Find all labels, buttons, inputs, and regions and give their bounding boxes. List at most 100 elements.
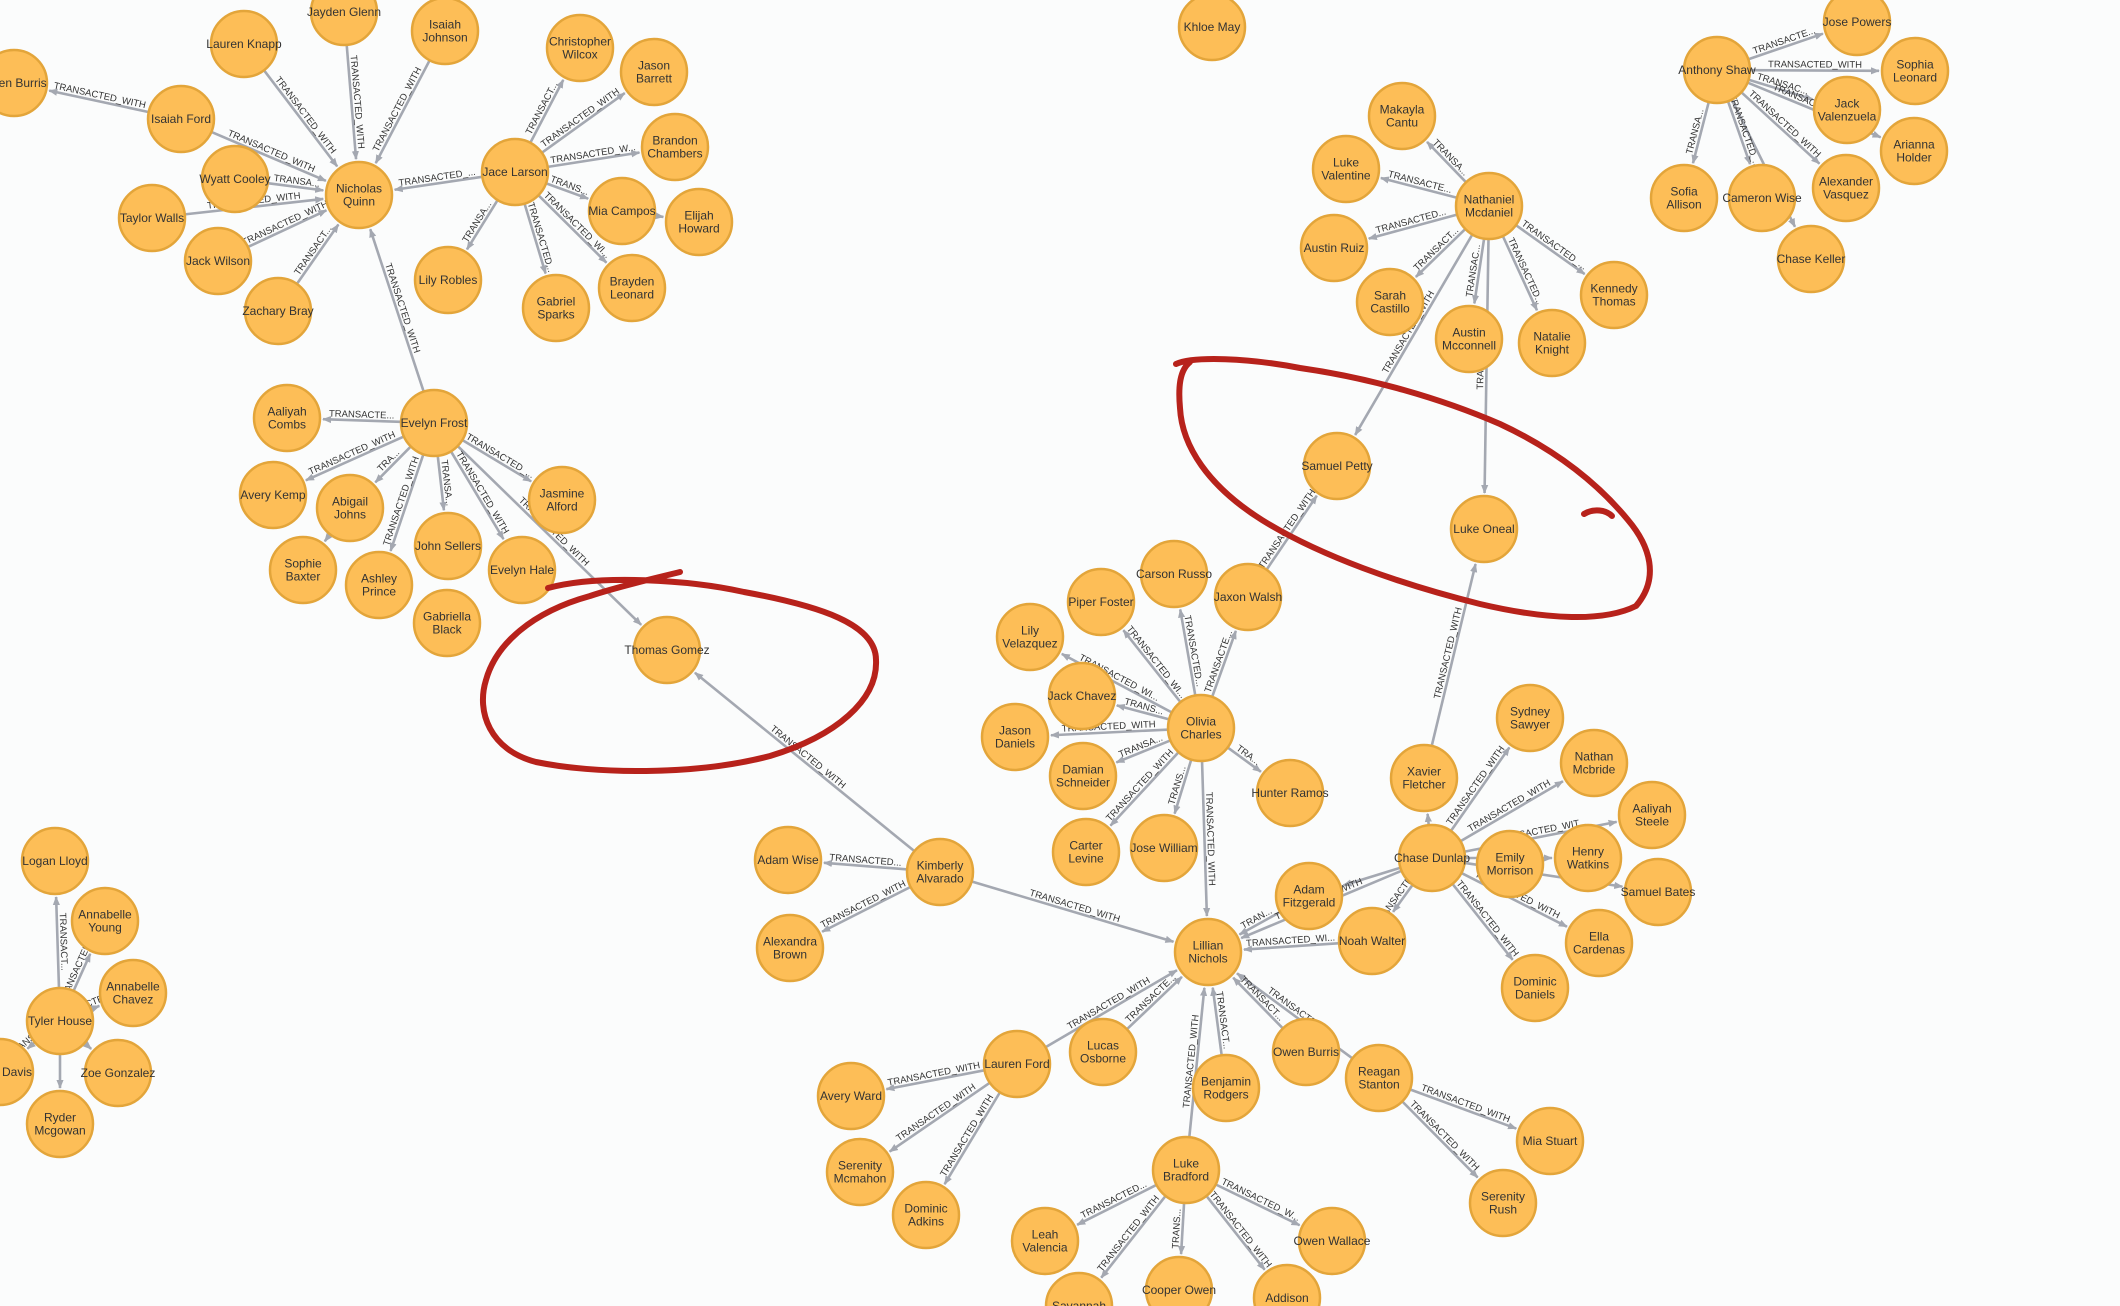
- node-circle[interactable]: [1397, 823, 1467, 893]
- node-lily-robles[interactable]: Lily Robles: [413, 245, 483, 315]
- node-circle[interactable]: [413, 245, 483, 315]
- edge-noah_walter-to-lillian_nichols[interactable]: [1243, 941, 1339, 953]
- node-circle[interactable]: [268, 535, 338, 605]
- node-circle[interactable]: [1173, 917, 1243, 987]
- edge-jaxon_walsh-to-samuel_petty[interactable]: [1266, 495, 1318, 570]
- edge-jayden_glenn-to-nicholas_quinn[interactable]: [345, 45, 359, 161]
- edge-nathaniel_mcdaniel-to-samuel_petty[interactable]: [1354, 234, 1473, 436]
- node-circle[interactable]: [521, 273, 591, 343]
- edge-lucas_osborne-to-lillian_nichols[interactable]: [1126, 975, 1183, 1030]
- edge-anthony_shaw-to-cameron_wise[interactable]: [1727, 101, 1752, 165]
- node-austin-ruiz[interactable]: Austin Ruiz: [1299, 213, 1369, 283]
- node-mia-campos[interactable]: Mia Campos: [587, 176, 657, 246]
- node-circle[interactable]: [755, 913, 825, 983]
- node-circle[interactable]: [982, 1029, 1052, 1099]
- node-circle[interactable]: [1337, 906, 1407, 976]
- node-logan-lloyd[interactable]: Logan Lloyd: [20, 826, 90, 896]
- node-circle[interactable]: [891, 1180, 961, 1250]
- edge-jace_larson-to-lily_robles[interactable]: [465, 200, 499, 251]
- edge-evelyn_frost-to-nicholas_quinn[interactable]: [369, 228, 425, 392]
- edge-jace_larson-to-mia_campos[interactable]: [546, 182, 590, 200]
- node-circle[interactable]: [1144, 1255, 1214, 1306]
- node-circle[interactable]: [413, 511, 483, 581]
- edge-nathaniel_mcdaniel-to-austin_mcconnell[interactable]: [1471, 239, 1486, 305]
- node-circle[interactable]: [146, 84, 216, 154]
- edge-chase_dunlap-to-ella_cardenas[interactable]: [1461, 872, 1568, 928]
- edge-nathaniel_mcdaniel-to-luke_valentine[interactable]: [1379, 176, 1457, 199]
- node-circle[interactable]: [1066, 567, 1136, 637]
- node-circle[interactable]: [1274, 861, 1344, 931]
- edge-nathaniel_mcdaniel-to-natalie_knight[interactable]: [1502, 236, 1539, 312]
- edge-tyler_house-to-annabelle_young[interactable]: [72, 953, 92, 991]
- edge-chase_dunlap-to-sydney_sawyer[interactable]: [1450, 746, 1511, 831]
- node-circle[interactable]: [83, 1038, 153, 1108]
- node-owen-wallace[interactable]: Owen Wallace: [1294, 1206, 1371, 1276]
- node-circle[interactable]: [1191, 1053, 1261, 1123]
- node-circle[interactable]: [1517, 308, 1587, 378]
- edge-olivia_charles-to-damian_schneider[interactable]: [1115, 739, 1170, 764]
- edge-luke_bradford-to-addison[interactable]: [1206, 1195, 1266, 1271]
- node-circle[interactable]: [1044, 1271, 1114, 1306]
- node-jaxon-walsh[interactable]: Jaxon Walsh: [1213, 562, 1283, 632]
- edge-jace_larson-to-brandon_chambers[interactable]: [548, 150, 641, 169]
- node-circle[interactable]: [1166, 693, 1236, 763]
- node-addison[interactable]: Addison: [1252, 1263, 1322, 1306]
- edge-jace_larson-to-brayden_leonard[interactable]: [538, 195, 608, 264]
- edge-evelyn_frost-to-avery_kemp[interactable]: [305, 435, 404, 482]
- node-circle[interactable]: [1500, 953, 1570, 1023]
- edge-tyler_house-to-zoe_gonzalez[interactable]: [82, 1040, 93, 1050]
- node-circle[interactable]: [1177, 0, 1247, 62]
- node-circle[interactable]: [183, 226, 253, 296]
- node-circle[interactable]: [480, 137, 550, 207]
- node-circle[interactable]: [0, 1037, 35, 1107]
- node-circle[interactable]: [1454, 171, 1524, 241]
- node-evelyn-hale[interactable]: Evelyn Hale: [487, 535, 557, 605]
- edge-mia_campos-to-elijah_howard[interactable]: [654, 212, 665, 220]
- node-circle[interactable]: [905, 837, 975, 907]
- node-circle[interactable]: [1449, 494, 1519, 564]
- node-john-sellers[interactable]: John Sellers: [413, 511, 483, 581]
- node-circle[interactable]: [980, 702, 1050, 772]
- node-circle[interactable]: [324, 160, 394, 230]
- node-wyatt-cooley[interactable]: Wyatt Cooley: [199, 144, 271, 214]
- edge-lauren_ford-to-lillian_nichols[interactable]: [1045, 969, 1178, 1048]
- edge-chase_dunlap-to-noah_walter[interactable]: [1392, 884, 1414, 913]
- node-hunter-ramos[interactable]: Hunter Ramos: [1251, 758, 1329, 828]
- node-circle[interactable]: [640, 112, 710, 182]
- edge-chase_dunlap-to-nathan_mcbride[interactable]: [1460, 780, 1564, 842]
- node-circle[interactable]: [20, 826, 90, 896]
- edge-evelyn_frost-to-thomas_gomez[interactable]: [457, 445, 643, 626]
- node-circle[interactable]: [1355, 267, 1425, 337]
- edge-kimberly_alvarado-to-thomas_gomez[interactable]: [694, 671, 915, 852]
- node-jack-chavez[interactable]: Jack Chavez: [1048, 661, 1117, 731]
- edge-olivia_charles-to-jaxon_walsh[interactable]: [1211, 630, 1238, 697]
- edge-nathaniel_mcdaniel-to-austin_ruiz[interactable]: [1367, 213, 1457, 240]
- edge-evelyn_frost-to-aaliyah_combs[interactable]: [322, 415, 401, 424]
- edge-chase_dunlap-to-xavier_fletcher[interactable]: [1424, 812, 1432, 825]
- node-circle[interactable]: [412, 588, 482, 658]
- node-mia-stuart[interactable]: Mia Stuart: [1515, 1106, 1585, 1176]
- node-circle[interactable]: [315, 473, 385, 543]
- node-circle[interactable]: [1367, 81, 1437, 151]
- node-jose-powers[interactable]: Jose Powers: [1823, 0, 1892, 57]
- node-circle[interactable]: [1564, 908, 1634, 978]
- node-zachary-bray[interactable]: Zachary Bray: [242, 276, 314, 346]
